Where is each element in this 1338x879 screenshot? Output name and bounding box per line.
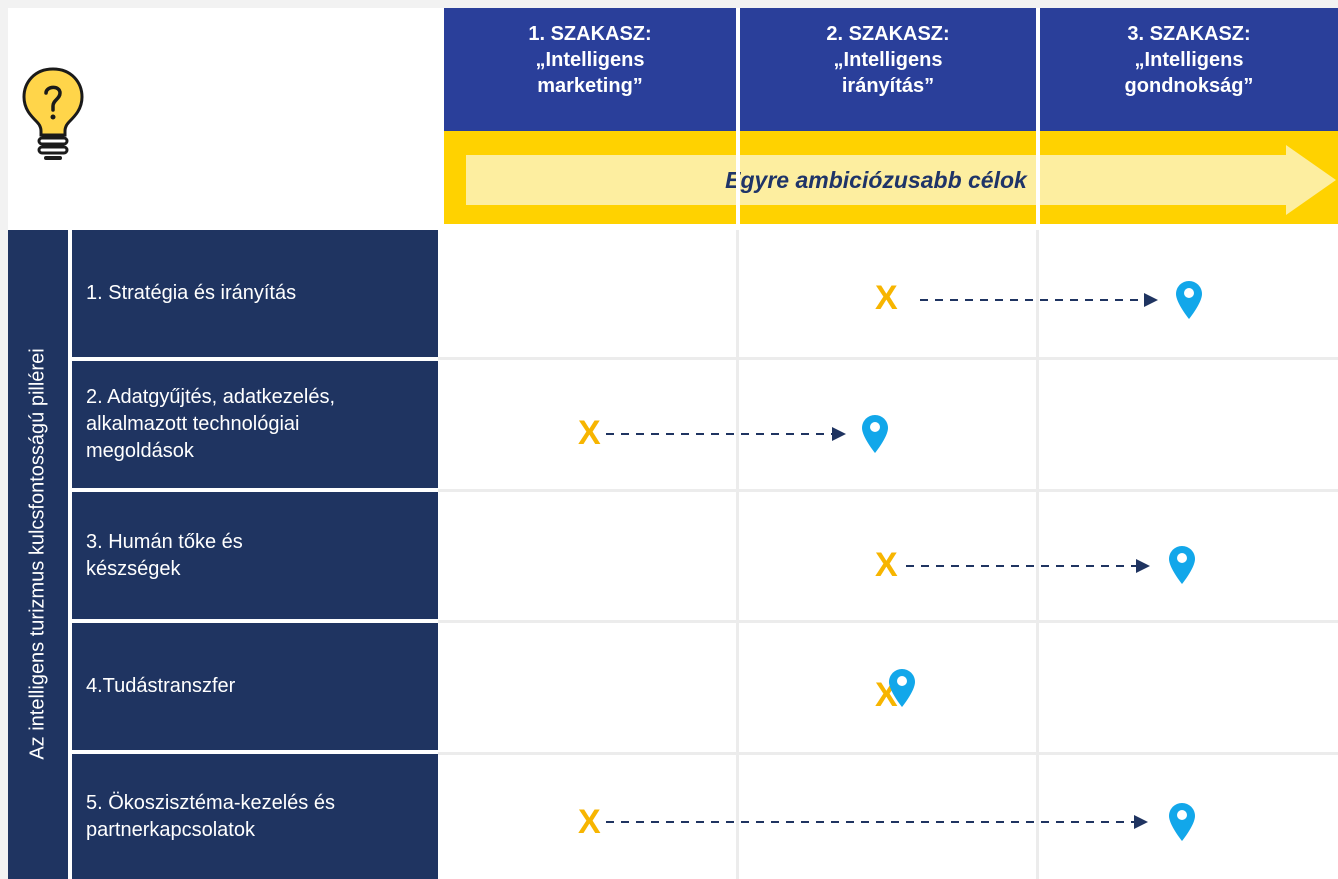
- pillar-row-2-label: 2. Adatgyűjtés, adatkezelés, alkalmazott…: [72, 361, 438, 488]
- ambition-label: Egyre ambiciózusabb célok: [725, 167, 1027, 193]
- row-label-line: 4.Tudástranszfer: [86, 675, 236, 697]
- phase-1-line2: „Intelligens: [535, 49, 645, 71]
- lightbulb-question-icon: [22, 67, 84, 160]
- column-gridline: [736, 230, 739, 879]
- progress-row-2: [606, 415, 888, 453]
- row-divider: [438, 752, 1338, 755]
- progress-arrows: [606, 281, 1202, 841]
- row-label-line: 5. Ökoszisztéma-kezelés és: [86, 791, 335, 814]
- row-label-line: 2. Adatgyűjtés, adatkezelés,: [86, 386, 336, 408]
- pillar-row-3-label: 3. Humán tőke és készségek: [72, 492, 438, 619]
- phase-2-header: 2. SZAKASZ: „Intelligens irányítás”: [740, 8, 1036, 131]
- row-divider: [438, 357, 1338, 360]
- phase-3-header: 3. SZAKASZ: „Intelligens gondnokság”: [1040, 8, 1338, 131]
- start-marker-row-3: X: [875, 546, 898, 584]
- map-pin-icon: [1176, 281, 1202, 319]
- phase-3-line1: 3. SZAKASZ:: [1127, 23, 1251, 45]
- phase-1-line3: marketing”: [537, 75, 643, 97]
- phase-3-line2: „Intelligens: [1134, 49, 1244, 71]
- phase-2-line2: „Intelligens: [833, 49, 943, 71]
- column-gridline: [1036, 230, 1039, 879]
- pillar-row-4-label: 4.Tudástranszfer: [72, 623, 438, 750]
- phase-2-line1: 2. SZAKASZ:: [826, 23, 950, 45]
- map-pin-icon: [1169, 803, 1195, 841]
- pillar-band: [8, 230, 68, 879]
- pillar-row-1-label: 1. Stratégia és irányítás: [72, 230, 438, 357]
- row-label-line: partnerkapcsolatok: [86, 818, 255, 841]
- start-marker-row-5: X: [578, 803, 601, 841]
- pillar-row-5-label: 5. Ökoszisztéma-kezelés és partnerkapcso…: [72, 754, 438, 879]
- ambition-arrow-head: [1286, 145, 1336, 215]
- ambition-arrow: [466, 155, 1286, 205]
- phase-1-line1: 1. SZAKASZ:: [528, 23, 652, 45]
- phase-1-header: 1. SZAKASZ: „Intelligens marketing”: [444, 8, 736, 131]
- row-divider: [438, 489, 1338, 492]
- row-label-line: megoldások: [86, 440, 194, 462]
- roadmap-diagram: 1. SZAKASZ: „Intelligens marketing” 2. S…: [8, 8, 1338, 879]
- column-divider: [1036, 8, 1040, 224]
- start-marker-row-2: X: [578, 414, 601, 452]
- map-pin-icon: [1169, 546, 1195, 584]
- phase-2-line3: irányítás”: [841, 75, 935, 97]
- row-divider: [438, 620, 1338, 623]
- progress-row-3: [906, 546, 1195, 584]
- start-marker-row-1: X: [875, 279, 898, 317]
- progress-row-1: [920, 281, 1202, 319]
- row-label-line: 1. Stratégia és irányítás: [86, 282, 297, 304]
- map-pin-icon: [862, 415, 888, 453]
- row-label-line: készségek: [86, 557, 181, 580]
- row-label-line: alkalmazott technológiai: [86, 413, 300, 435]
- progress-row-5: [606, 803, 1195, 841]
- phase-3-line3: gondnokság”: [1124, 75, 1254, 97]
- map-pin-icon: [889, 669, 915, 707]
- column-divider: [736, 8, 740, 224]
- row-label-line: 3. Humán tőke és: [86, 530, 243, 553]
